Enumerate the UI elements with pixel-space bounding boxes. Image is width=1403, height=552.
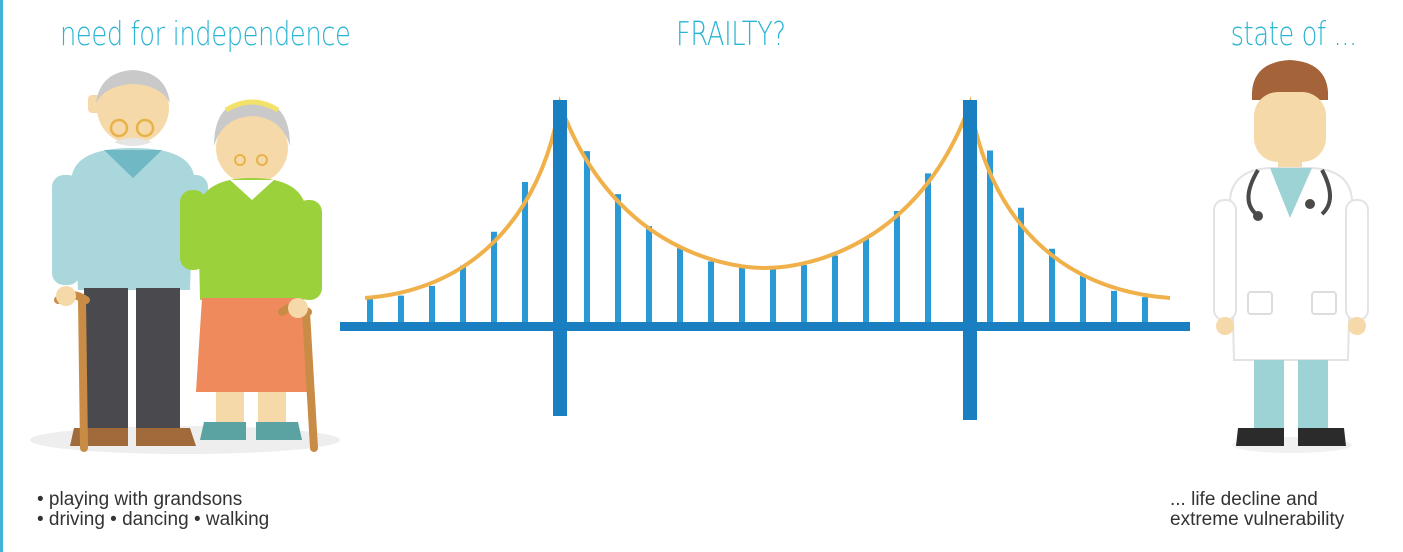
- bridge-tower-left: [553, 100, 567, 416]
- caption-life-decline: ... life decline and extreme vulnerabili…: [1170, 490, 1344, 530]
- caption-line: • playing with grandsons: [37, 490, 269, 510]
- caption-line: extreme vulnerability: [1170, 510, 1344, 530]
- bridge-tower-right: [963, 100, 977, 420]
- elderly-woman-icon: [180, 100, 322, 448]
- caption-independence-activities: • playing with grandsons • driving • dan…: [37, 490, 269, 530]
- caption-line: • driving • dancing • walking: [37, 510, 269, 530]
- bridge-deck: [340, 322, 1190, 331]
- suspension-bridge-icon: [340, 100, 1190, 420]
- caption-line: ... life decline and: [1170, 490, 1344, 510]
- bridge-hangers: [370, 150, 1145, 324]
- doctor-icon: [1214, 60, 1368, 453]
- elderly-couple-icon: [30, 70, 340, 454]
